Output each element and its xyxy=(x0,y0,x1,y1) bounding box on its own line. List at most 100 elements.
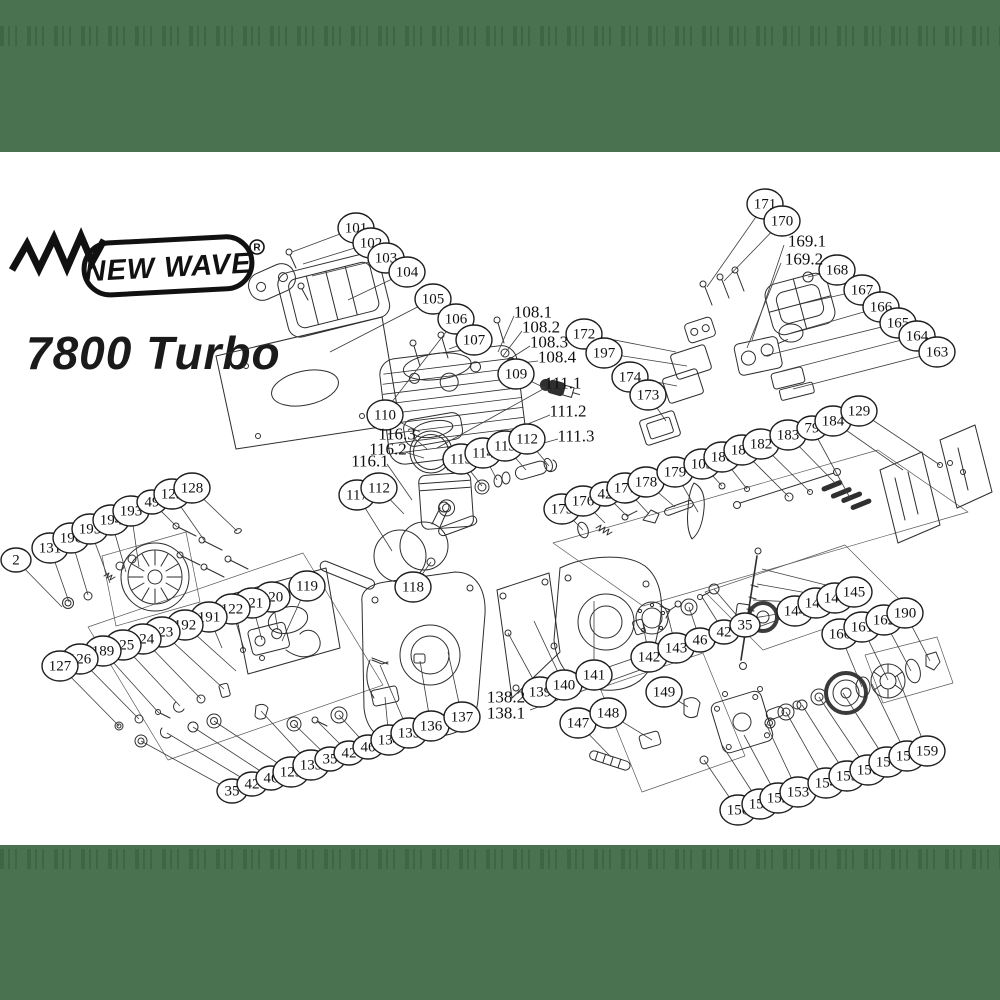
part-callout-109 xyxy=(497,358,535,390)
piston xyxy=(418,472,474,530)
part-callout-number: 137 xyxy=(451,710,474,726)
part-callout-number: 174 xyxy=(619,370,642,386)
part-callout-number: 172 xyxy=(573,327,596,343)
part-callout-number: 42 xyxy=(717,625,732,641)
heat-shield-plate xyxy=(215,316,401,450)
part-callout-number: 167 xyxy=(851,283,874,299)
clutch-side-washers xyxy=(134,703,348,748)
registered-trademark-letter: R xyxy=(253,243,261,254)
part-callout-number: 147 xyxy=(567,716,590,732)
part-callout-number: 176 xyxy=(572,494,595,510)
part-label-111.3: 111.3 xyxy=(558,427,595,446)
part-callout-number: 191 xyxy=(198,610,221,626)
part-callout-137 xyxy=(443,701,481,733)
part-callout-148 xyxy=(589,697,627,729)
banner-watermark-pattern xyxy=(0,849,1000,869)
part-callout-104 xyxy=(388,256,426,288)
part-label-116.3: 116.3 xyxy=(378,425,416,444)
chain-adjuster xyxy=(734,547,762,670)
part-callout-number: 170 xyxy=(771,214,794,230)
starter-small-parts xyxy=(114,682,231,731)
part-callout-163 xyxy=(918,336,956,368)
oil-pump xyxy=(589,686,802,771)
part-callout-number: 183 xyxy=(777,428,800,444)
part-callout-number: 142 xyxy=(638,650,661,666)
exhaust-gasket xyxy=(248,263,296,301)
part-label-169.1: 169.1 xyxy=(788,232,826,251)
part-label-138.1: 138.1 xyxy=(487,704,525,723)
flywheel xyxy=(62,528,242,612)
part-callout-number: 103 xyxy=(375,251,398,267)
part-callout-number: 193 xyxy=(120,504,143,520)
part-callout-number: 143 xyxy=(665,641,688,657)
part-callout-2 xyxy=(0,547,32,573)
part-callout-170 xyxy=(763,205,801,237)
flywheel-bolts xyxy=(172,522,249,578)
part-callout-159 xyxy=(908,735,946,767)
part-callout-number: 159 xyxy=(916,744,939,760)
part-callout-112 xyxy=(508,423,546,455)
model-title: 7800 Turbo xyxy=(26,327,281,379)
part-callout-number: 197 xyxy=(593,346,616,362)
part-callout-number: 110 xyxy=(374,408,396,424)
cylinder-gasket xyxy=(403,412,464,447)
part-callout-128 xyxy=(173,472,211,504)
piston-pin-set xyxy=(474,457,558,495)
part-callout-number: 119 xyxy=(296,579,318,595)
part-callout-112 xyxy=(360,472,398,504)
part-label-111.1: 111.1 xyxy=(545,374,582,393)
part-callout-number: 141 xyxy=(583,668,606,684)
part-label-138.2: 138.2 xyxy=(487,688,525,707)
part-callout-168 xyxy=(818,254,856,286)
crankcase-gasket xyxy=(496,572,561,699)
ignition-coil xyxy=(240,621,321,661)
part-callout-number: 178 xyxy=(635,475,658,491)
part-callout-118 xyxy=(394,571,432,603)
part-callout-119 xyxy=(288,570,326,602)
part-callout-number: 139 xyxy=(529,685,552,701)
part-callout-number: 153 xyxy=(787,785,810,801)
part-callout-number: 105 xyxy=(422,292,445,308)
part-callout-number: 35 xyxy=(225,784,240,800)
part-callout-number: 190 xyxy=(894,606,917,622)
registered-trademark-icon xyxy=(249,239,265,255)
part-label-169.2: 169.2 xyxy=(785,250,823,269)
misc-small-parts xyxy=(371,600,682,665)
part-callout-number: 184 xyxy=(822,414,845,430)
part-callout-110 xyxy=(366,399,404,431)
part-callout-number: 104 xyxy=(396,265,419,281)
part-callout-number: 46 xyxy=(693,633,709,649)
part-label-111.2: 111.2 xyxy=(550,402,587,421)
part-callout-number: 109 xyxy=(505,367,528,383)
logo-zigzag-icon xyxy=(8,227,108,278)
part-callout-number: 35 xyxy=(738,618,753,634)
part-callout-number: 168 xyxy=(826,263,849,279)
part-callout-105 xyxy=(414,283,452,315)
clutch-assembly xyxy=(764,651,941,729)
part-callout-127 xyxy=(41,650,79,682)
part-label-108.4: 108.4 xyxy=(538,348,577,367)
part-callout-129 xyxy=(840,395,878,427)
part-callout-number: 127 xyxy=(49,659,72,675)
callout-balloons: 1011021031041051061071091711701681671661… xyxy=(0,188,956,826)
crank-bearing xyxy=(635,583,720,635)
part-label-108.1: 108.1 xyxy=(514,303,552,322)
part-callout-145 xyxy=(835,576,873,608)
part-callout-number: 107 xyxy=(463,333,486,349)
part-callout-number: 148 xyxy=(597,706,620,722)
brand-logo: NEW WAVE R xyxy=(8,227,265,298)
part-callout-149 xyxy=(645,676,683,708)
part-callout-number: 112 xyxy=(368,481,390,497)
part-callout-number: 149 xyxy=(653,685,676,701)
part-callout-number: 145 xyxy=(843,585,866,601)
guide-bar-plates xyxy=(821,424,993,544)
part-callout-number: 164 xyxy=(906,329,929,345)
part-callout-197 xyxy=(585,337,623,369)
part-callout-number: 106 xyxy=(445,312,468,328)
part-callout-35 xyxy=(729,612,761,638)
part-callout-number: 163 xyxy=(926,345,949,361)
crankshaft xyxy=(313,501,478,597)
part-callout-number: 173 xyxy=(637,388,660,404)
